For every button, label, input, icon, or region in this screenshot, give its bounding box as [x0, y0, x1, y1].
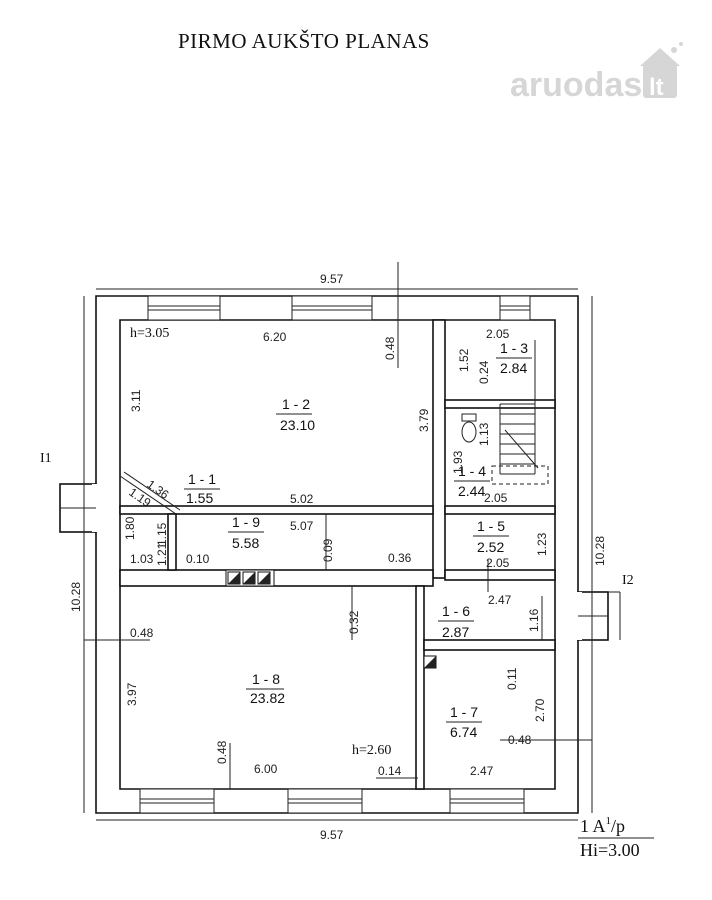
- dim-r1-d: 1.15: [155, 522, 169, 546]
- dim-r7-wall: 0.11: [505, 667, 519, 690]
- dim-r3-depth: 1.52: [457, 348, 471, 372]
- dim-r1-g: 0.10: [186, 552, 210, 566]
- watermark-brand: aruodas: [510, 66, 642, 104]
- room-1-6-id: 1 - 6: [442, 603, 470, 619]
- watermark-tld: lt: [649, 74, 664, 101]
- dim-right-total: 10.28: [593, 536, 607, 566]
- room-1-8-id: 1 - 8: [252, 671, 280, 687]
- legend-line1: 1 A: [580, 816, 606, 836]
- legend-line1-tail: /p: [611, 816, 625, 836]
- dimension-lines: [83, 262, 593, 821]
- dim-r4-width: 2.05: [484, 491, 508, 505]
- legend: 1 A1/p Hi=3.00: [578, 815, 654, 860]
- entrance-i1-label: I1: [40, 451, 52, 466]
- dim-r7-depth: 2.70: [533, 698, 547, 722]
- room-1-5-area: 2.52: [477, 539, 504, 555]
- room-1-4-area: 2.44: [458, 483, 485, 499]
- room-1-3-id: 1 - 3: [500, 340, 528, 356]
- dim-left-total: 10.28: [69, 582, 83, 612]
- room-1-5-id: 1 - 5: [477, 518, 505, 534]
- legend-line2: Hi=3.00: [580, 840, 640, 860]
- room-1-7-id: 1 - 7: [450, 704, 478, 720]
- room-1-9-id: 1 - 9: [232, 514, 260, 530]
- dim-bottom-total: 9.57: [320, 828, 344, 842]
- dim-r8-depth: 3.97: [125, 682, 139, 706]
- room-1-4-id: 1 - 4: [458, 463, 486, 479]
- dim-r1-e: 1.21: [155, 542, 169, 566]
- dim-r9-top: 5.02: [290, 492, 314, 506]
- dim-r2-depth-left: 3.11: [129, 389, 143, 412]
- door-1-1: [119, 471, 181, 515]
- dim-r2-width: 6.20: [263, 330, 287, 344]
- dim-r8-left-wall: 0.48: [130, 626, 154, 640]
- room-1-6-area: 2.87: [442, 624, 469, 640]
- room-1-7-area: 6.74: [450, 724, 477, 740]
- dim-r2-depth-right: 3.79: [417, 408, 431, 432]
- dim-r2-wall: 0.48: [383, 336, 397, 360]
- watermark-house-icon: [643, 62, 677, 98]
- outer-walls: [95, 295, 579, 814]
- top-windows: [147, 295, 531, 321]
- dim-r7-width: 2.47: [470, 764, 494, 778]
- dim-r3-width: 2.05: [486, 327, 510, 341]
- room-1-2-id: 1 - 2: [282, 396, 310, 412]
- watermark-logo: aruodas lt: [510, 42, 683, 104]
- staircase: [491, 340, 549, 485]
- room-1-1-id: 1 - 1: [188, 471, 216, 487]
- dim-r3-wall: 0.24: [477, 360, 491, 384]
- room-1-3-area: 2.84: [500, 360, 527, 376]
- dim-r6-depth: 1.16: [527, 608, 541, 632]
- dim-r9-width: 5.07: [290, 519, 314, 533]
- entrance-i2-label: I2: [622, 573, 634, 588]
- dim-r5-depth: 1.23: [535, 532, 549, 556]
- dim-r9-wall: 0.09: [321, 538, 335, 562]
- dim-r5-width: 2.05: [486, 556, 510, 570]
- room-1-2-area: 23.10: [280, 417, 315, 433]
- dim-r1-f: 1.03: [130, 552, 154, 566]
- room-1-8-area: 23.82: [250, 690, 285, 706]
- dim-r7-side-wall: 0.48: [508, 733, 532, 747]
- dim-r8-bottom-wall: 0.48: [215, 740, 229, 764]
- toilet-icon: [461, 413, 477, 443]
- entrance-i2: I2: [574, 573, 634, 641]
- entrance-i1: I1: [40, 451, 100, 533]
- bottom-windows: [139, 788, 525, 814]
- vent-icon: [423, 655, 437, 669]
- chimney-icon: [225, 569, 275, 587]
- height-lower: h=2.60: [352, 743, 391, 758]
- svg-text:1 A1/p: 1 A1/p: [580, 815, 625, 836]
- dim-r6-width: 2.47: [488, 593, 512, 607]
- legend-sup: 1: [606, 815, 612, 827]
- dim-top-total: 9.57: [320, 272, 344, 286]
- room-1-9-area: 5.58: [232, 535, 259, 551]
- dim-r4-wall: 1.13: [477, 422, 491, 446]
- dim-r8-door: 0.14: [378, 764, 402, 778]
- dim-r9-end: 0.36: [388, 551, 412, 565]
- dim-r4-depth: 1.93: [451, 450, 465, 474]
- room-1-1-area: 1.55: [186, 490, 213, 506]
- dim-r8-wall: 0.32: [347, 610, 361, 634]
- dim-r8-width: 6.00: [254, 762, 278, 776]
- height-upper: h=3.05: [130, 326, 169, 341]
- plan-title: PIRMO AUKŠTO PLANAS: [178, 29, 430, 53]
- dim-r1-c: 1.80: [123, 516, 137, 540]
